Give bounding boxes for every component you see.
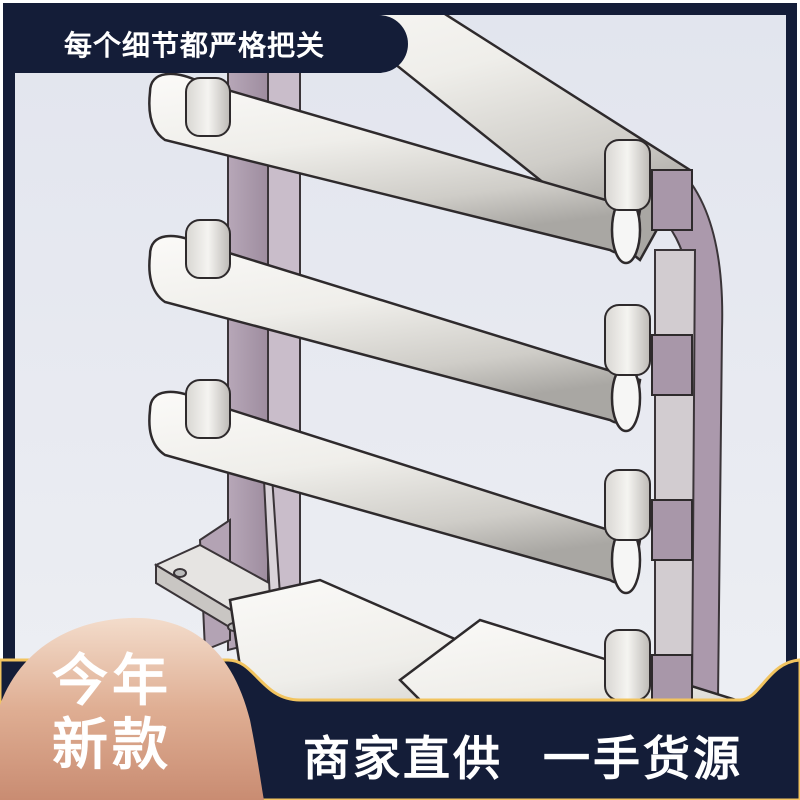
badge-line-1: 今年: [52, 649, 172, 714]
badge-line-2: 新款: [52, 713, 172, 778]
slogan: 商家直供 一手货源: [303, 720, 743, 789]
top-banner-text: 每个细节都严格把关: [64, 29, 326, 62]
new-arrival-badge: 今年 新款: [52, 650, 192, 778]
slogan-part-1: 商家直供: [303, 732, 503, 787]
left-clamps: [185, 77, 231, 439]
top-banner: 每个细节都严格把关: [15, 15, 408, 73]
slogan-part-2: 一手货源: [543, 732, 743, 787]
